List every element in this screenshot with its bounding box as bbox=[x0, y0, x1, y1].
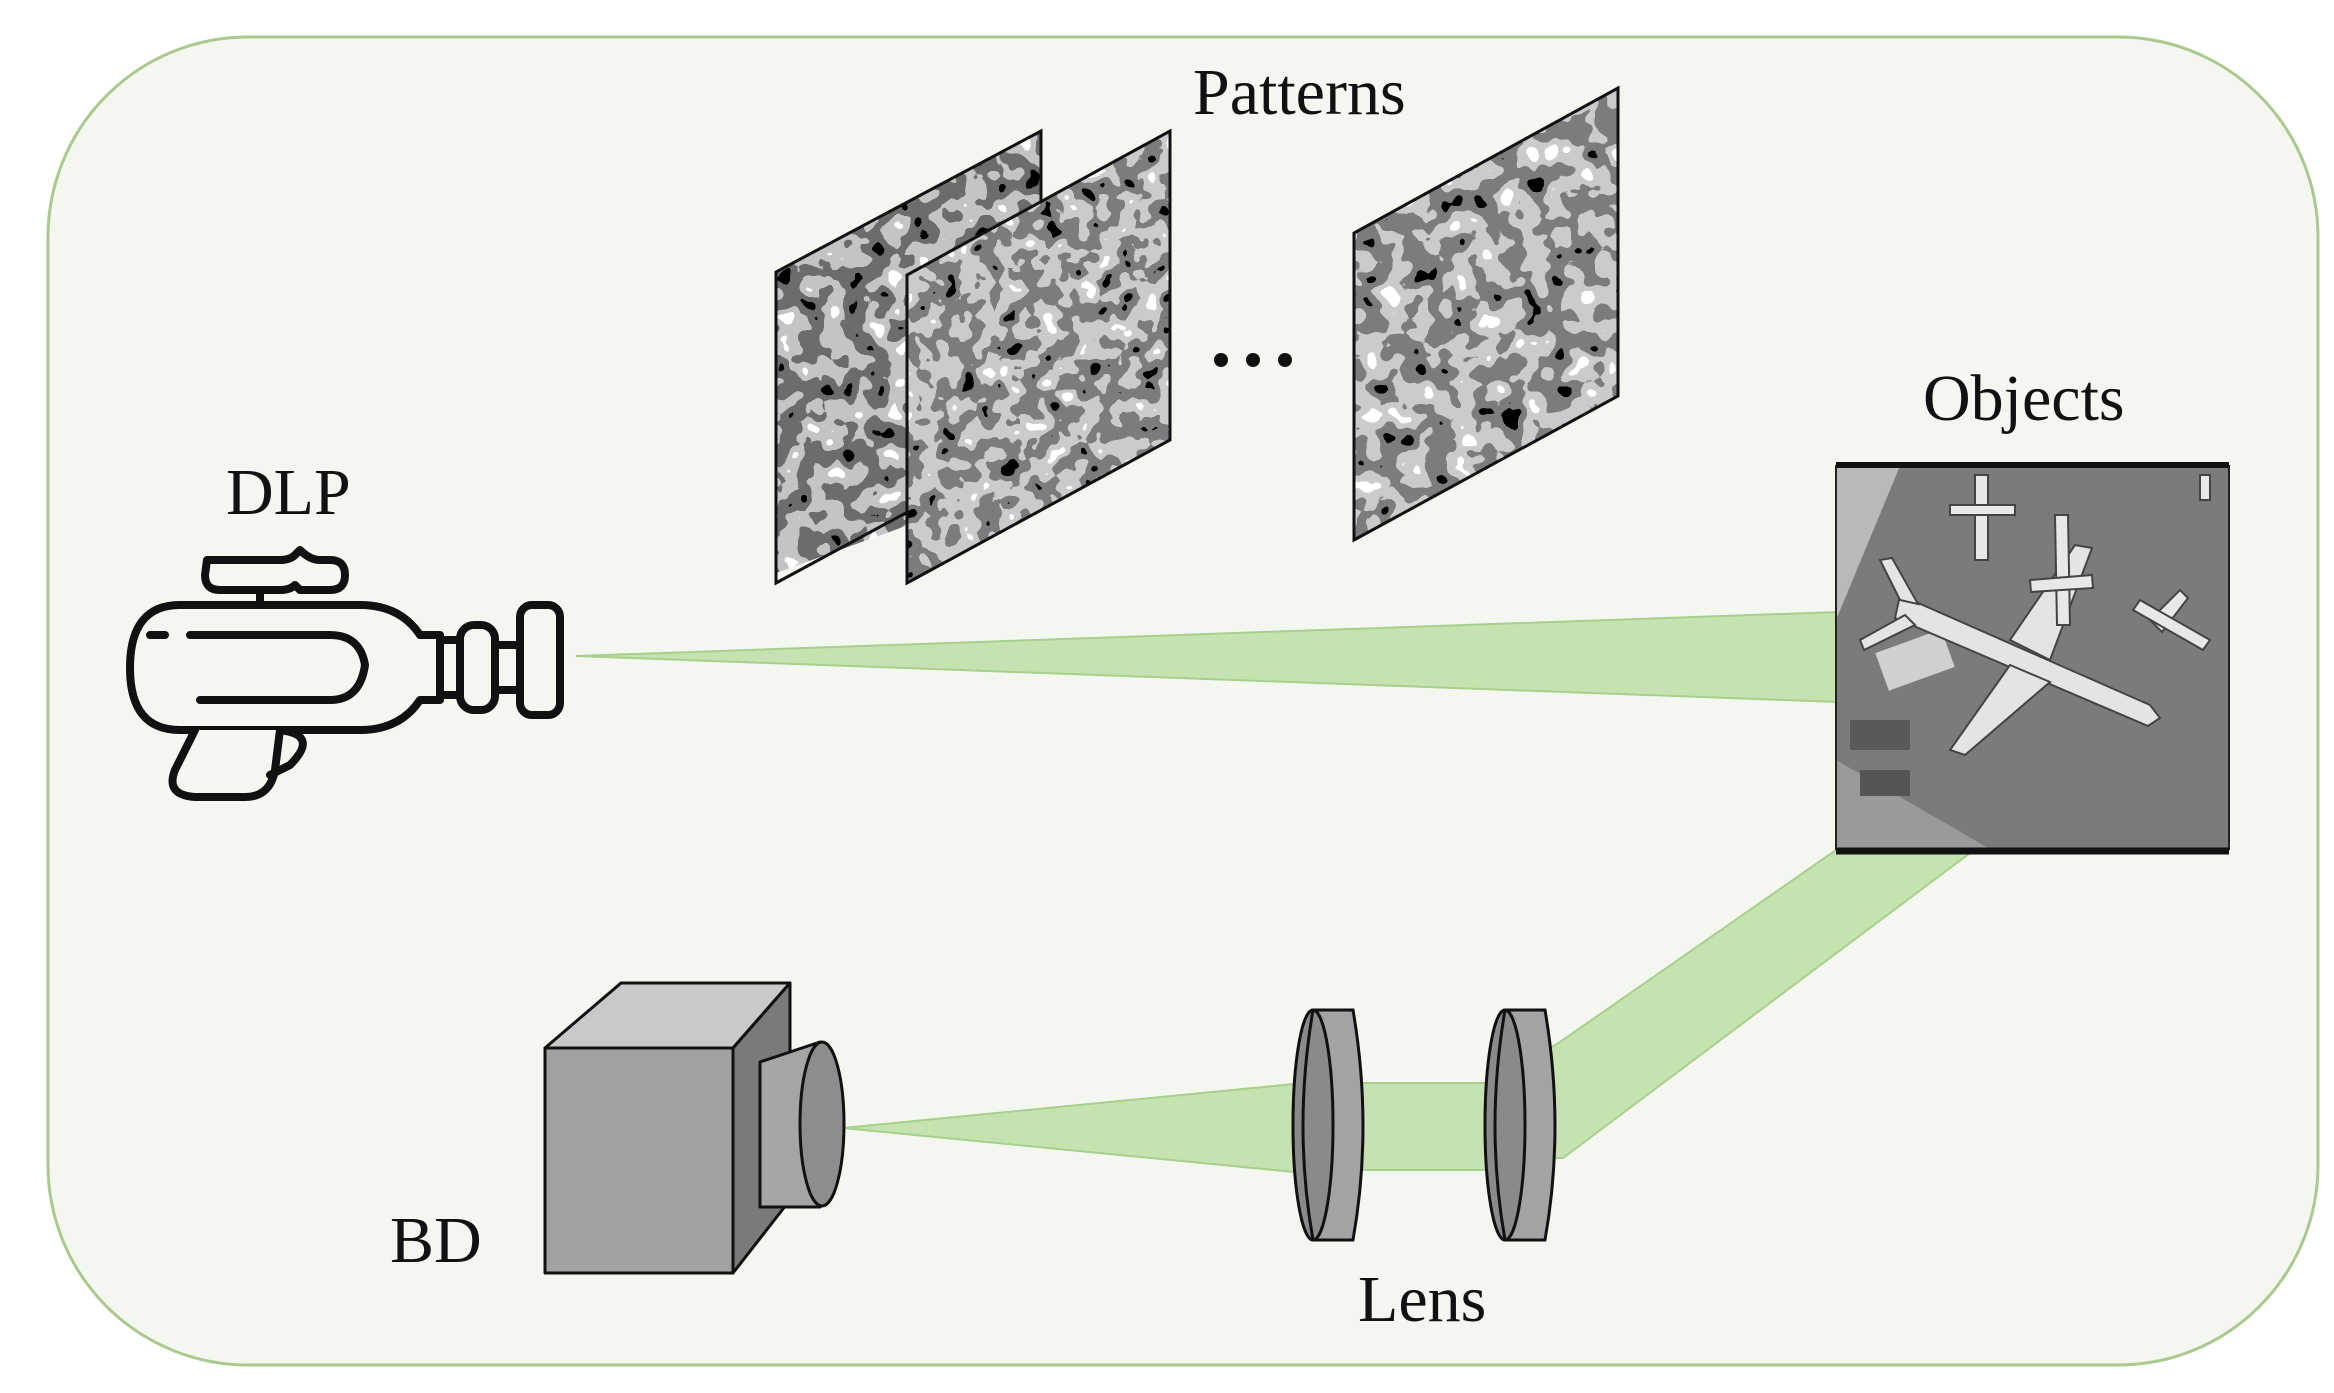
lens-label: Lens bbox=[1358, 1263, 1487, 1336]
airplane-object-icon bbox=[1835, 462, 2230, 855]
ellipsis-dots bbox=[1214, 353, 1292, 367]
dlp-label: DLP bbox=[226, 456, 351, 529]
bucket-detector-camera-icon bbox=[543, 981, 846, 1275]
bd-label: BD bbox=[390, 1204, 482, 1277]
objects-label: Objects bbox=[1923, 362, 2125, 435]
projector-gun-icon bbox=[126, 546, 564, 801]
inter-lens-beam bbox=[1359, 1082, 1489, 1171]
patterns-label: Patterns bbox=[1193, 56, 1406, 129]
lens-icon bbox=[1483, 1008, 1557, 1242]
lens-icon bbox=[1291, 1008, 1365, 1242]
